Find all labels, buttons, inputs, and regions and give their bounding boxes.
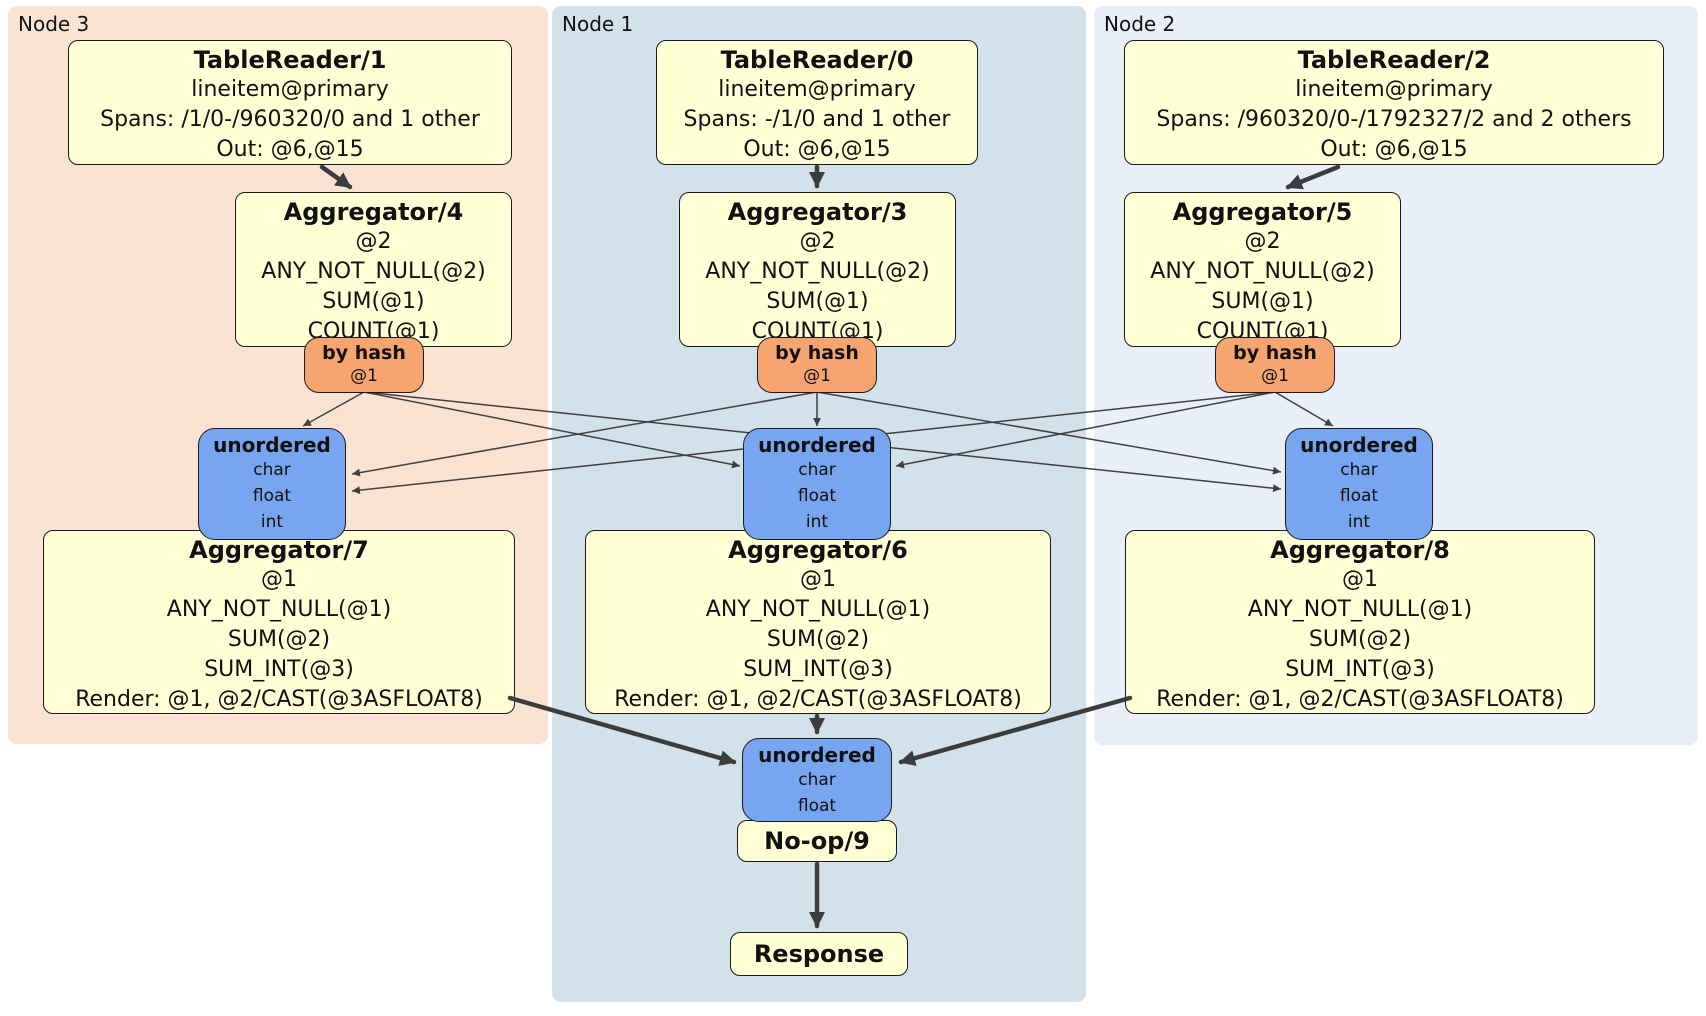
processor-line: Render: @1, @2/CAST(@3ASFLOAT8) [1156,687,1564,712]
processor-line: Out: @6,@15 [216,137,364,162]
sync-line: float [797,796,837,816]
processor-tablereader-1: TableReader/1 lineitem@primary Spans: /1… [68,40,512,165]
router-detail: @1 [350,366,378,386]
sync-title: unordered [213,433,331,457]
processor-noop-9: No-op/9 [737,820,897,862]
processor-line: SUM_INT(@3) [1285,657,1435,682]
router-detail: @1 [1261,366,1289,386]
processor-line: lineitem@primary [1295,77,1493,102]
processor-line: @2 [799,229,836,254]
response-node: Response [730,932,908,976]
sync-line: float [797,486,837,506]
processor-title: TableReader/0 [720,46,914,74]
processor-line: ANY_NOT_NULL(@2) [705,259,930,284]
router-title: by hash [775,342,859,364]
processor-line: SUM(@1) [1211,289,1314,314]
node3-label: Node 3 [18,12,90,36]
processor-line: ANY_NOT_NULL(@1) [166,597,392,622]
processor-line: Spans: -/1/0 and 1 other [683,107,951,132]
router-by-hash-node1: by hash @1 [757,337,877,393]
processor-aggregator-4: Aggregator/4 @2 ANY_NOT_NULL(@2) SUM(@1)… [235,192,512,347]
sync-line: char [798,770,836,790]
router-by-hash-node2: by hash @1 [1215,337,1335,393]
sync-unordered-final: unordered char float [742,738,892,822]
processor-line: @1 [261,567,297,592]
sync-line: int [260,512,284,532]
processor-title: TableReader/2 [1297,46,1491,74]
processor-line: SUM(@2) [227,627,331,652]
processor-title: Aggregator/7 [189,536,369,564]
processor-aggregator-6: Aggregator/6 @1 ANY_NOT_NULL(@1) SUM(@2)… [585,530,1051,714]
processor-line: @2 [355,229,392,254]
router-title: by hash [322,342,406,364]
router-by-hash-node3: by hash @1 [304,337,424,393]
router-detail: @1 [803,366,831,386]
processor-tablereader-2: TableReader/2 lineitem@primary Spans: /9… [1124,40,1664,165]
processor-line: @2 [1244,229,1281,254]
sync-unordered-node1: unordered char float int [743,428,891,540]
processor-line: lineitem@primary [718,77,916,102]
processor-line: Render: @1, @2/CAST(@3ASFLOAT8) [75,687,483,712]
processor-line: Out: @6,@15 [1320,137,1468,162]
processor-aggregator-5: Aggregator/5 @2 ANY_NOT_NULL(@2) SUM(@1)… [1124,192,1401,347]
processor-line: ANY_NOT_NULL(@2) [1150,259,1375,284]
processor-line: Spans: /1/0-/960320/0 and 1 other [100,107,480,132]
processor-title: Aggregator/4 [283,198,464,226]
processor-title: Aggregator/5 [1172,198,1353,226]
sync-line: char [1340,460,1378,480]
processor-aggregator-3: Aggregator/3 @2 ANY_NOT_NULL(@2) SUM(@1)… [679,192,956,347]
processor-title: Aggregator/6 [728,536,908,564]
processor-line: SUM_INT(@3) [204,657,354,682]
sync-title: unordered [1300,433,1418,457]
sync-line: int [1347,512,1371,532]
processor-title: TableReader/1 [193,46,387,74]
sync-unordered-node3: unordered char float int [198,428,346,540]
sync-unordered-node2: unordered char float int [1285,428,1433,540]
processor-aggregator-8: Aggregator/8 @1 ANY_NOT_NULL(@1) SUM(@2)… [1125,530,1595,714]
sync-line: int [805,512,829,532]
processor-line: ANY_NOT_NULL(@1) [705,597,931,622]
processor-aggregator-7: Aggregator/7 @1 ANY_NOT_NULL(@1) SUM(@2)… [43,530,515,714]
sync-title: unordered [758,433,876,457]
processor-line: SUM(@2) [766,627,870,652]
sync-line: float [1339,486,1379,506]
sync-title: unordered [758,743,876,767]
processor-line: @1 [800,567,836,592]
node2-label: Node 2 [1104,12,1176,36]
processor-line: Out: @6,@15 [743,137,891,162]
processor-title: Aggregator/3 [727,198,908,226]
processor-line: ANY_NOT_NULL(@1) [1247,597,1473,622]
processor-line: SUM(@2) [1308,627,1412,652]
node1-label: Node 1 [562,12,634,36]
sync-line: char [253,460,291,480]
processor-line: @1 [1342,567,1378,592]
processor-line: SUM(@1) [322,289,425,314]
processor-line: Spans: /960320/0-/1792327/2 and 2 others [1156,107,1632,132]
processor-line: SUM(@1) [766,289,869,314]
processor-line: lineitem@primary [191,77,389,102]
processor-line: Render: @1, @2/CAST(@3ASFLOAT8) [614,687,1022,712]
sync-line: char [798,460,836,480]
processor-line: ANY_NOT_NULL(@2) [261,259,486,284]
router-title: by hash [1233,342,1317,364]
sync-line: float [252,486,292,506]
processor-line: SUM_INT(@3) [743,657,893,682]
processor-title: Aggregator/8 [1270,536,1450,564]
processor-tablereader-0: TableReader/0 lineitem@primary Spans: -/… [656,40,978,165]
